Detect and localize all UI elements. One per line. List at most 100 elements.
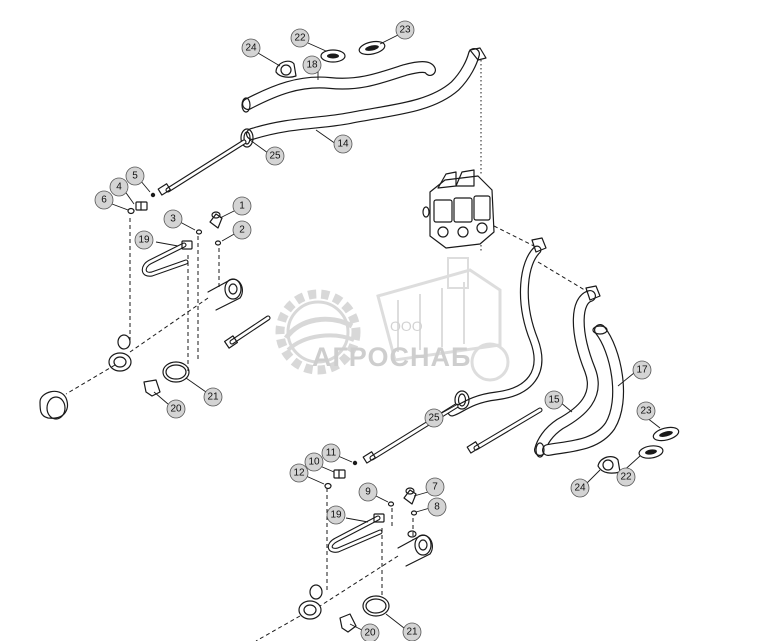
callout-1: 1 bbox=[232, 196, 252, 216]
callout-18: 18 bbox=[302, 55, 322, 75]
grommet-22-upper bbox=[320, 49, 346, 63]
callout-17: 17 bbox=[632, 360, 652, 380]
hydraulic-cylinder-upper bbox=[207, 278, 271, 349]
callout-label: 14 bbox=[337, 139, 349, 150]
callout-label: 18 bbox=[306, 60, 318, 71]
control-valve-block bbox=[422, 169, 495, 249]
callout-label: 10 bbox=[308, 457, 320, 468]
callout-label: 19 bbox=[138, 235, 150, 246]
callout-11: 11 bbox=[321, 443, 341, 463]
callout-label: 3 bbox=[170, 214, 176, 225]
o-ring-2 bbox=[214, 240, 222, 246]
washer-6 bbox=[127, 207, 135, 215]
clamp-ring-21-upper bbox=[162, 361, 190, 383]
tractor-logo-icon bbox=[376, 257, 510, 382]
callout-2: 2 bbox=[232, 220, 252, 240]
callout-label: 8 bbox=[434, 502, 440, 513]
callout-7: 7 bbox=[425, 477, 445, 497]
steel-pipe-lower-b bbox=[466, 407, 543, 454]
wheel-hub-lower bbox=[298, 584, 323, 620]
wheel-hub-upper bbox=[39, 334, 132, 420]
watermark-company-name: АГРОСНАБ bbox=[312, 342, 471, 372]
callout-19-lower: 19 bbox=[326, 505, 346, 525]
callout-21: 21 bbox=[203, 387, 223, 407]
callout-5: 5 bbox=[125, 166, 145, 186]
callout-21-lower: 21 bbox=[402, 622, 422, 641]
fitting-10 bbox=[333, 469, 346, 479]
callout-23: 23 bbox=[395, 20, 415, 40]
callout-22: 22 bbox=[290, 28, 310, 48]
hose-17 bbox=[535, 324, 625, 458]
washer-12 bbox=[324, 482, 332, 490]
hose-clamp-25-lower bbox=[454, 390, 470, 410]
callout-label: 20 bbox=[170, 404, 182, 415]
callout-label: 22 bbox=[294, 33, 306, 44]
callout-label: 9 bbox=[365, 487, 371, 498]
washer-3 bbox=[195, 229, 203, 235]
callout-15: 15 bbox=[544, 390, 564, 410]
fitting-11 bbox=[352, 460, 358, 466]
pipe-19-upper bbox=[141, 240, 193, 277]
seal-24-lower bbox=[597, 456, 621, 474]
callout-8: 8 bbox=[427, 497, 447, 517]
assembly-lines bbox=[65, 60, 589, 641]
gear-logo-icon bbox=[275, 289, 361, 375]
hose-15 bbox=[447, 237, 547, 417]
callout-label: 24 bbox=[574, 483, 586, 494]
callout-24: 24 bbox=[241, 38, 261, 58]
callout-label: 22 bbox=[620, 472, 632, 483]
washer-9 bbox=[387, 501, 395, 507]
callout-22-lower: 22 bbox=[616, 467, 636, 487]
elbow-fitting-1 bbox=[209, 211, 223, 229]
callout-20: 20 bbox=[166, 399, 186, 419]
callout-6: 6 bbox=[94, 190, 114, 210]
callout-19: 19 bbox=[134, 230, 154, 250]
watermark-company-prefix: ООО bbox=[390, 318, 423, 334]
callout-label: 21 bbox=[207, 392, 219, 403]
callout-24-lower: 24 bbox=[570, 478, 590, 498]
fitting-5 bbox=[150, 192, 156, 198]
agrosnab-watermark: ООО АГРОСНАБ bbox=[275, 257, 510, 382]
callout-label: 12 bbox=[293, 468, 305, 479]
callout-label: 19 bbox=[330, 510, 342, 521]
callout-20-lower: 20 bbox=[360, 623, 380, 641]
callout-label: 24 bbox=[245, 43, 257, 54]
grommet-23-upper bbox=[358, 40, 386, 56]
callout-14: 14 bbox=[333, 134, 353, 154]
hose-15-branch bbox=[534, 285, 601, 456]
steel-pipe-upper bbox=[157, 139, 247, 196]
callout-label: 21 bbox=[406, 627, 418, 638]
hose-clamp-25-upper bbox=[240, 128, 254, 148]
fitting-4 bbox=[135, 201, 148, 211]
callout-label: 7 bbox=[432, 482, 438, 493]
callout-12: 12 bbox=[289, 463, 309, 483]
callout-4: 4 bbox=[109, 177, 129, 197]
callout-3: 3 bbox=[163, 209, 183, 229]
callout-label: 25 bbox=[269, 151, 281, 162]
callout-label: 25 bbox=[428, 413, 440, 424]
clamp-ring-21-lower bbox=[362, 595, 390, 617]
grommet-23-lower bbox=[652, 426, 680, 442]
callout-23-lower: 23 bbox=[636, 401, 656, 421]
callout-9: 9 bbox=[358, 482, 378, 502]
callout-label: 15 bbox=[548, 395, 560, 406]
pipe-19-lower bbox=[327, 513, 385, 553]
clip-20-upper bbox=[143, 379, 161, 397]
callout-label: 11 bbox=[326, 448, 337, 459]
callout-label: 1 bbox=[239, 201, 245, 212]
hose-14 bbox=[246, 47, 487, 140]
callout-25-lower: 25 bbox=[424, 408, 444, 428]
callout-label: 6 bbox=[101, 195, 107, 206]
hydraulic-cylinder-lower bbox=[397, 530, 433, 567]
callout-label: 23 bbox=[640, 406, 652, 417]
callout-label: 20 bbox=[364, 628, 376, 639]
grommet-22-lower bbox=[638, 445, 664, 459]
callout-label: 5 bbox=[132, 171, 138, 182]
callout-10: 10 bbox=[304, 452, 324, 472]
callout-label: 23 bbox=[399, 25, 411, 36]
callout-25: 25 bbox=[265, 146, 285, 166]
seal-24-upper bbox=[275, 60, 297, 78]
o-ring-8 bbox=[410, 510, 418, 516]
